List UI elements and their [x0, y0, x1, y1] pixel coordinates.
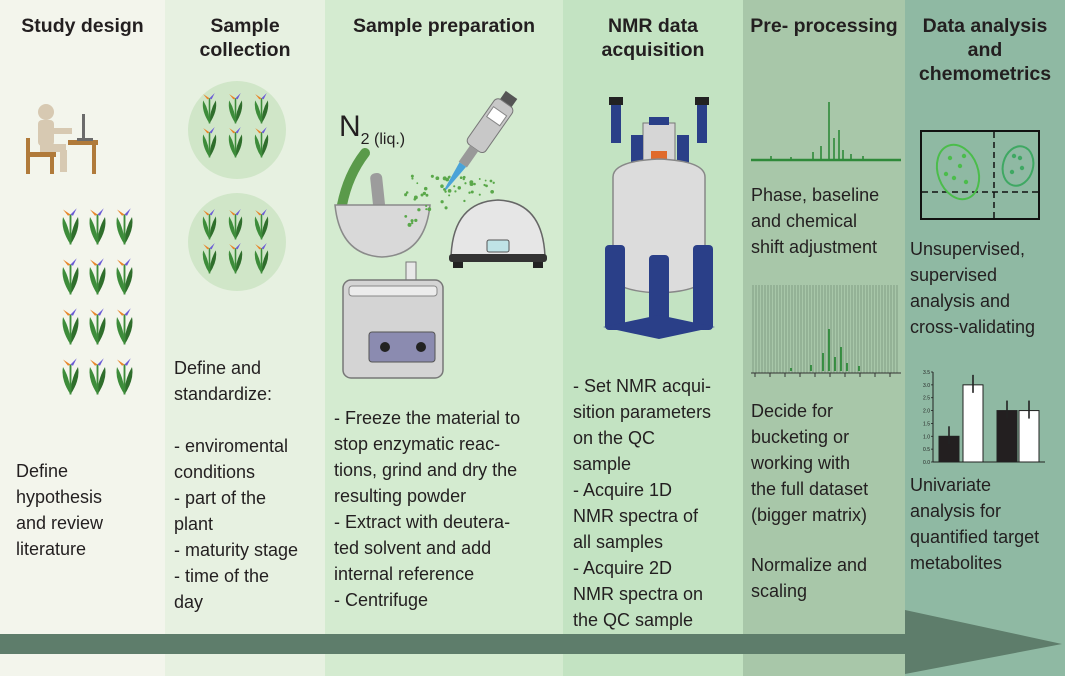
column-sample-collection: Sample collection Define and standardize…: [165, 0, 325, 676]
y-tick-label: 3.0: [923, 383, 930, 389]
stage-text-univariate: Univariate analysis for quantified targe…: [910, 475, 1040, 573]
y-tick-label: 1.0: [923, 434, 930, 440]
mortar-and-pestle-icon: [334, 148, 431, 258]
stage-text-multivariate: Unsupervised, supervised analysis and cr…: [910, 239, 1036, 337]
stage-text-sample-preparation: - Freeze the material to stop enzymatic …: [334, 408, 521, 610]
stage-text-study-design: Define hypothesis and review literature: [16, 461, 104, 559]
score-plot-icon: [920, 130, 1040, 220]
nmr-spectrometer-icon: [603, 97, 715, 339]
plant-group-icon: [202, 209, 269, 274]
stage-text-nmr-acquisition: - Set NMR acqui- sition parameters on th…: [573, 376, 712, 630]
centrifuge-icon: [449, 199, 547, 268]
stage-title-study-design: Study design: [21, 15, 144, 37]
stage-text-bucketing: Decide for bucketing or working with the…: [751, 401, 869, 525]
stage-text-phase-baseline: Phase, baseline and chemical shift adjus…: [751, 185, 880, 257]
stage-title-preprocessing: Pre- processing: [750, 15, 898, 37]
plant-field-icon: [62, 208, 133, 395]
y-tick-label: 1.5: [923, 421, 930, 427]
pipette-icon: [444, 90, 518, 190]
y-tick-label: 2.5: [923, 396, 930, 402]
column-preprocessing: Pre- processing Phase, baseline and chem…: [743, 0, 905, 676]
y-tick-label: 3.5: [923, 370, 930, 376]
plant-group-icon: [202, 93, 269, 158]
stage-title-nmr-acquisition: NMR data acquisition: [601, 15, 705, 61]
column-nmr-acquisition: NMR data acquisition - Set NMR acqui- si…: [563, 0, 743, 676]
researcher-at-desk-icon: [26, 104, 98, 174]
ultrasonic-bath-icon: [342, 261, 444, 379]
stage-title-data-analysis: Data analysis and chemometrics: [918, 15, 1052, 85]
column-study-design: Study design Define hypothesis and revie…: [0, 0, 165, 676]
stage-title-sample-collection: Sample collection: [199, 15, 291, 61]
column-sample-preparation: Sample preparation N2 (liq.) - Freeze th…: [325, 0, 563, 676]
column-data-analysis: Data analysis and chemometrics Unsupervi…: [905, 0, 1065, 676]
nmr-spectrum-icon: [751, 102, 901, 162]
stage-text-sample-collection: Define and standardize: - enviromental c…: [174, 358, 299, 612]
stage-text-normalize: Normalize and scaling: [751, 555, 868, 601]
y-tick-label: 0.5: [923, 447, 930, 453]
n2-label: N2 (liq.): [339, 110, 406, 148]
univariate-bar-chart: 3.5 3.0 2.5 2.0 1.5 1.0 0.5 0.0: [923, 370, 1045, 466]
workflow-arrow: [0, 610, 1062, 674]
y-tick-label: 2.0: [923, 409, 930, 415]
bar: [962, 384, 984, 463]
y-tick-label: 0.0: [923, 460, 930, 466]
bucketed-spectrum-icon: [751, 285, 901, 377]
stage-title-sample-preparation: Sample preparation: [352, 15, 536, 37]
